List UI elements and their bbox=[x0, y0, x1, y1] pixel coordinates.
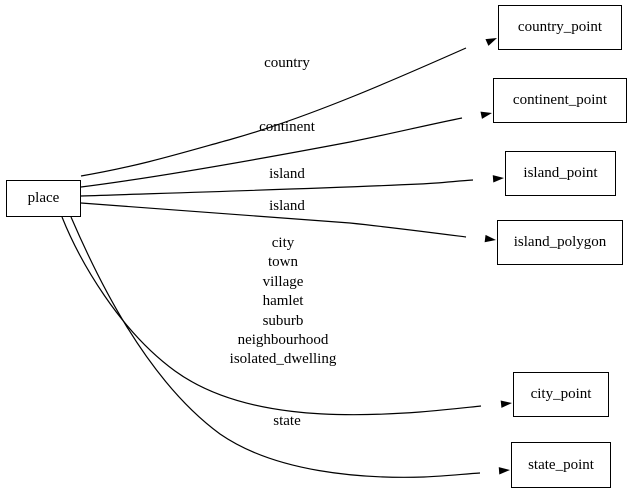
node-label: place bbox=[27, 190, 60, 206]
node-state_point[interactable]: state_point bbox=[511, 442, 611, 488]
edge-place-to-island_point bbox=[80, 179, 474, 197]
arrowhead-continent_point bbox=[480, 111, 492, 119]
arrowhead-state_point bbox=[498, 467, 510, 475]
edge-place-to-city_point bbox=[61, 216, 482, 416]
node-label: city_point bbox=[530, 386, 592, 402]
edge-label-line: country bbox=[264, 55, 310, 71]
edge-label-line: island bbox=[269, 198, 305, 214]
arrowhead-island_polygon bbox=[484, 234, 496, 243]
node-label: country_point bbox=[517, 19, 603, 35]
node-island_point[interactable]: island_point bbox=[505, 151, 616, 196]
edge-place-to-state_point bbox=[70, 216, 481, 478]
edge-label-line: suburb bbox=[262, 312, 304, 329]
edge-label-line: island bbox=[269, 166, 305, 182]
node-label: island_polygon bbox=[513, 234, 607, 250]
edge-place-to-continent_point bbox=[80, 117, 463, 188]
edge-label-island_polygon: island bbox=[269, 197, 305, 216]
arrowhead-city_point bbox=[500, 400, 512, 408]
edge-label-line: village bbox=[262, 273, 304, 290]
edge-label-line: continent bbox=[259, 119, 315, 135]
edge-label-line: town bbox=[268, 254, 298, 271]
edge-label-continent_point: continent bbox=[259, 118, 315, 137]
edge-place-to-island_polygon bbox=[80, 202, 467, 238]
node-continent_point[interactable]: continent_point bbox=[493, 78, 627, 123]
node-label: state_point bbox=[528, 456, 594, 473]
edge-label-line: neighbourhood bbox=[237, 332, 329, 349]
node-place[interactable]: place bbox=[6, 180, 81, 217]
edge-label-country_point: country bbox=[264, 54, 310, 73]
edge-label-line: state bbox=[273, 413, 301, 429]
edge-place-to-country_point bbox=[80, 47, 467, 177]
edge-label-city_point: city town village hamlet suburb neighbourhood… bbox=[230, 234, 337, 370]
edge-arrowhead-group bbox=[480, 38, 512, 475]
node-country_point[interactable]: country_point bbox=[498, 5, 622, 50]
node-label: continent_point bbox=[512, 92, 608, 108]
edge-label-island_point: island bbox=[269, 165, 305, 184]
arrowhead-country_point bbox=[485, 38, 497, 46]
node-city_point[interactable]: city_point bbox=[513, 372, 609, 417]
edge-label-line: isolated_dwelling bbox=[229, 351, 337, 368]
node-island_polygon[interactable]: island_polygon bbox=[497, 220, 623, 265]
node-label: island_point bbox=[523, 165, 598, 181]
edge-label-line: hamlet bbox=[262, 293, 304, 310]
edge-path-group bbox=[61, 47, 482, 478]
edge-label-line: city bbox=[271, 235, 295, 251]
edge-label-state_point: state bbox=[273, 412, 301, 431]
arrowhead-island_point bbox=[492, 175, 504, 183]
